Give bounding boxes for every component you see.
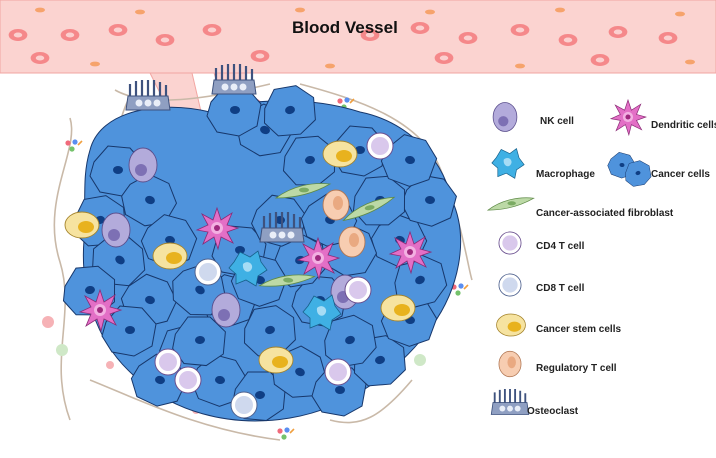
- red-blood-cell: [434, 52, 454, 64]
- red-blood-cell: [250, 50, 270, 62]
- endothelial-nucleus: [135, 9, 145, 15]
- legend-label-cd4: CD4 T cell: [536, 241, 585, 252]
- legend-label-dendritic: Dendritic cells: [651, 120, 716, 131]
- legend-label-stem: Cancer stem cells: [536, 324, 621, 335]
- blood-vessel-title: Blood Vessel: [292, 18, 398, 37]
- macrophage-icon: [491, 148, 525, 179]
- cancer-stem-cell-icon: [496, 313, 526, 337]
- red-blood-cell: [108, 24, 128, 36]
- legend-item-macrophage: Macrophage: [491, 148, 595, 180]
- cd4-t-cell: [344, 276, 372, 304]
- regulatory-t-cell-icon: [498, 350, 522, 378]
- legend-item-caf: Cancer-associated fibroblast: [487, 197, 674, 219]
- legend-label-treg: Regulatory T cell: [536, 363, 617, 374]
- endothelial-nucleus: [515, 63, 525, 69]
- red-blood-cell: [8, 29, 28, 41]
- red-blood-cells: [8, 7, 695, 206]
- legend-item-dendritic: Dendritic cells: [610, 99, 716, 136]
- cancer-stem-cell: [64, 211, 100, 239]
- legend-item-nk: NK cell: [492, 102, 574, 132]
- endothelial-nucleus: [555, 7, 565, 13]
- legend-label-nk: NK cell: [540, 116, 574, 127]
- regulatory-t-cell: [338, 226, 366, 258]
- legend-item-treg: Regulatory T cell: [498, 350, 617, 378]
- legend-item-cd8: CD8 T cell: [498, 273, 585, 297]
- cd8-t-cell-icon: [498, 273, 522, 297]
- dendritic-cell-icon: [610, 99, 647, 136]
- cancer-stem-cell: [322, 140, 358, 168]
- tumor-mass: [57, 62, 462, 424]
- soluble-factor-dot: [56, 344, 68, 356]
- legend-item-stem: Cancer stem cells: [496, 313, 621, 337]
- regulatory-t-cell: [322, 189, 350, 221]
- legend-label-macrophage: Macrophage: [536, 169, 595, 180]
- red-blood-cell: [155, 34, 175, 46]
- cd4-t-cell: [366, 132, 394, 160]
- red-blood-cell: [410, 22, 430, 34]
- nk-cell: [128, 147, 158, 183]
- endothelial-nucleus: [35, 7, 45, 13]
- legend-label-cd8: CD8 T cell: [536, 283, 585, 294]
- red-blood-cell: [590, 54, 610, 66]
- soluble-factor-dot: [414, 354, 426, 366]
- legend-item-cancer: Cancer cells: [605, 150, 710, 191]
- cd4-t-cell: [324, 358, 352, 386]
- cytokine-cluster: [64, 138, 83, 153]
- red-blood-cell: [202, 24, 222, 36]
- nk-cell-icon: [492, 102, 518, 132]
- cytokine-cluster: [276, 426, 295, 441]
- soluble-factor-dot: [42, 316, 54, 328]
- cd8-t-cell: [230, 391, 258, 419]
- cancer-stem-cell: [380, 294, 416, 322]
- legend-item-cd4: CD4 T cell: [498, 231, 585, 255]
- cd8-t-cell: [194, 258, 222, 286]
- endothelial-nucleus: [90, 61, 100, 67]
- cytokine-cluster: [450, 282, 469, 297]
- red-blood-cell: [608, 26, 628, 38]
- cancer-stem-cell: [258, 346, 294, 374]
- endothelial-nucleus: [685, 59, 695, 65]
- soluble-factor-dot: [106, 361, 114, 369]
- cd4-t-cell-icon: [498, 231, 522, 255]
- endothelial-nucleus: [295, 7, 305, 13]
- nk-cell: [211, 292, 241, 328]
- red-blood-cell: [30, 52, 50, 64]
- red-blood-cell: [60, 29, 80, 41]
- red-blood-cell: [510, 24, 530, 36]
- cd4-t-cell: [154, 348, 182, 376]
- osteoclast-icon: [490, 388, 530, 416]
- red-blood-cell: [658, 32, 678, 44]
- cd4-t-cell: [174, 366, 202, 394]
- endothelial-nucleus: [675, 11, 685, 17]
- cancer-stem-cell: [152, 242, 188, 270]
- legend-label-osteoclast: Osteoclast: [527, 406, 579, 417]
- red-blood-cell: [458, 32, 478, 44]
- legend-item-osteoclast: Osteoclast: [490, 388, 579, 417]
- legend-label-caf: Cancer-associated fibroblast: [536, 208, 674, 219]
- nk-cell: [101, 212, 131, 248]
- red-blood-cell: [558, 34, 578, 46]
- endothelial-nucleus: [325, 63, 335, 69]
- endothelial-nucleus: [425, 9, 435, 15]
- fibroblast-icon: [487, 197, 535, 211]
- legend-label-cancer: Cancer cells: [651, 169, 710, 180]
